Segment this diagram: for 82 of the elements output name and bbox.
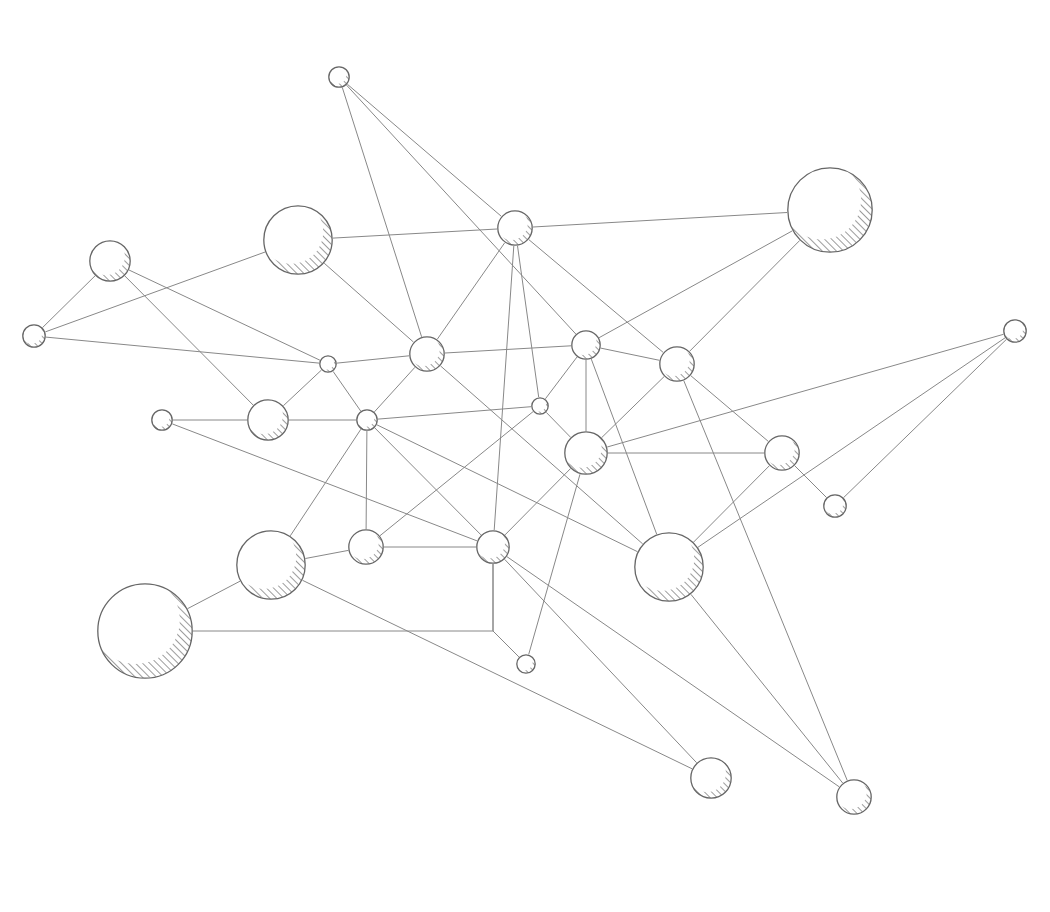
connector-line xyxy=(379,411,534,537)
connector-line xyxy=(440,365,644,545)
connector-line xyxy=(600,347,660,361)
connector-line xyxy=(289,428,362,537)
circle-node xyxy=(571,330,601,360)
circle-node xyxy=(356,409,378,431)
connector-line xyxy=(128,269,321,361)
circle-node xyxy=(634,532,704,602)
connector-line xyxy=(528,239,664,353)
connector-line xyxy=(336,355,410,364)
connector-line xyxy=(606,333,1004,448)
connector-line xyxy=(690,375,769,442)
circle-node xyxy=(151,409,173,431)
connector-line xyxy=(332,370,362,412)
connector-line xyxy=(444,345,572,354)
circle-node xyxy=(659,346,695,382)
circle-node xyxy=(531,397,549,415)
connector-line xyxy=(282,369,322,407)
connector-line xyxy=(504,468,571,536)
connector-line xyxy=(545,411,572,438)
circle-node xyxy=(263,205,333,275)
connector-line xyxy=(332,228,498,239)
connector-line xyxy=(506,556,840,788)
circle-node xyxy=(497,210,533,246)
circle-node xyxy=(516,654,536,674)
connector-line xyxy=(323,262,414,343)
circle-node xyxy=(97,583,193,679)
connector-line xyxy=(376,424,638,553)
connector-line xyxy=(517,245,540,398)
connector-line xyxy=(528,473,581,655)
connector-line xyxy=(171,423,478,542)
connector-line xyxy=(492,563,520,658)
connector-line xyxy=(172,419,248,421)
circle-node xyxy=(1003,319,1027,343)
connector-line xyxy=(598,230,793,339)
connector-line xyxy=(843,338,1007,499)
connector-line xyxy=(544,356,578,400)
connector-line xyxy=(794,465,827,498)
circle-node xyxy=(690,757,732,799)
circle-node xyxy=(836,779,872,815)
connector-line xyxy=(302,579,693,770)
connector-line xyxy=(341,87,423,338)
connector-line xyxy=(683,380,848,781)
connector-line xyxy=(42,275,96,329)
connector-line xyxy=(374,427,482,536)
connector-line xyxy=(697,337,1006,548)
connector-line xyxy=(493,245,515,531)
connector-line xyxy=(689,240,801,352)
connector-line xyxy=(44,251,266,333)
connector-line xyxy=(365,430,368,530)
circle-node xyxy=(564,431,608,475)
connector-line xyxy=(436,242,506,340)
connector-line xyxy=(346,83,502,217)
circle-node xyxy=(319,355,337,373)
connector-line xyxy=(590,358,658,535)
connector-line xyxy=(504,558,698,764)
connector-line xyxy=(288,419,357,421)
circle-node xyxy=(409,336,445,372)
circle-node xyxy=(476,530,510,564)
circle-node xyxy=(764,435,800,471)
connector-line xyxy=(601,376,665,439)
connector-line xyxy=(607,452,765,454)
circle-node xyxy=(823,494,847,518)
connector-line xyxy=(373,366,416,413)
connector-line xyxy=(45,336,320,364)
connector-line xyxy=(690,593,844,784)
connector-line xyxy=(304,549,349,559)
circle-node xyxy=(328,66,350,88)
circle-node xyxy=(348,529,384,565)
connector-line xyxy=(124,275,254,406)
connector-line xyxy=(693,465,770,543)
connector-line xyxy=(187,580,241,610)
circle-node xyxy=(236,530,306,600)
connector-line xyxy=(383,546,477,548)
connector-line xyxy=(346,84,577,335)
circle-node xyxy=(247,399,289,441)
connector-line xyxy=(585,359,587,432)
connector-line xyxy=(532,212,788,228)
circle-node xyxy=(22,324,46,348)
circle-node xyxy=(89,240,131,282)
connector-line xyxy=(377,406,532,420)
circle-node xyxy=(787,167,873,253)
